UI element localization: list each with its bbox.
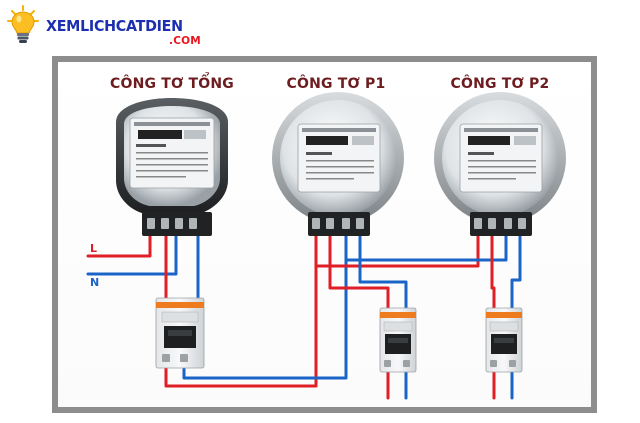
wire-live-main-breaker-out bbox=[164, 256, 318, 388]
wire-neutral-p2-to-breaker bbox=[510, 232, 522, 316]
wire-neutral-incoming bbox=[86, 232, 178, 276]
wire-live-bus-p2 bbox=[314, 232, 480, 268]
neutral-line-label: N bbox=[90, 276, 100, 289]
p2-breaker bbox=[485, 307, 523, 373]
main-breaker bbox=[155, 297, 205, 369]
wiring-diagram: CÔNG TƠ TỔNG CÔNG TƠ P1 CÔNG TƠ P2 L N bbox=[58, 62, 591, 407]
wire-live-incoming bbox=[86, 232, 152, 258]
brand-name: XEMLICHCATDIEN bbox=[46, 17, 183, 35]
wire-neutral-bus-p2 bbox=[344, 232, 508, 262]
p1-meter-title: CÔNG TƠ P1 bbox=[286, 76, 386, 92]
light-bulb-icon bbox=[7, 5, 39, 43]
wiring-diagram-svg bbox=[86, 92, 566, 400]
wire-live-p2-to-breaker bbox=[490, 232, 496, 316]
p2-meter-title: CÔNG TƠ P2 bbox=[450, 76, 550, 92]
p1-breaker bbox=[379, 307, 417, 373]
wire-neutral-p1-to-breaker bbox=[358, 232, 408, 316]
p2-meter bbox=[434, 92, 566, 236]
live-line-label: L bbox=[90, 242, 98, 255]
diagram-frame: CÔNG TƠ TỔNG CÔNG TƠ P1 CÔNG TƠ P2 L N bbox=[52, 56, 597, 413]
brand-domain: .COM bbox=[169, 35, 201, 47]
site-logo: XEMLICHCATDIEN .COM bbox=[6, 4, 206, 48]
p1-meter bbox=[272, 92, 404, 236]
wire-neutral-main-breaker-out bbox=[182, 250, 348, 380]
wire-live-p1-to-breaker bbox=[328, 232, 390, 316]
main-meter-title: CÔNG TƠ TỔNG bbox=[110, 76, 234, 92]
main-meter bbox=[116, 98, 228, 236]
